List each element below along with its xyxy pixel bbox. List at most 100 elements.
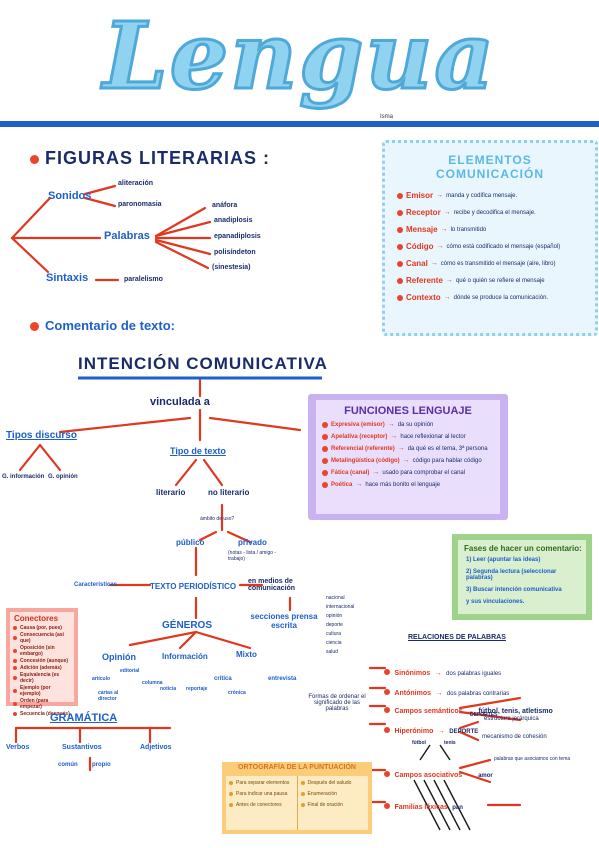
conectores-title: Conectores: [14, 614, 59, 623]
arrow-icon: →: [355, 481, 363, 488]
conectores-box: Conectores Causa (por, pues)Consecuencia…: [6, 608, 78, 717]
bullet-dot: [13, 626, 17, 630]
tenis-label: tenis: [444, 740, 456, 746]
campos-asociativos-row: Campos asociativos → amor: [384, 764, 493, 782]
antonimos-row: Antónimos → dos palabras contrarias: [384, 682, 509, 700]
bullet-dot: [384, 689, 390, 695]
fase-item: 2) Segunda lectura (seleccionar palabras…: [466, 569, 557, 581]
funcion-desc: código para hablar código: [412, 457, 482, 464]
funcion-term: Expresiva (emisor): [331, 421, 385, 428]
elemento-term: Contexto: [406, 293, 441, 302]
caracteristicas-label: Características: [74, 582, 118, 588]
ortografia-text: Final de oración: [307, 802, 344, 808]
ortografia-text: Enumeración: [307, 791, 337, 797]
conector-item: Ejemplo (por ejemplo): [13, 685, 71, 697]
ortografia-text: Para separar elementos: [236, 780, 290, 786]
fase-item: 1) Leer (apuntar las ideas): [466, 557, 541, 563]
ortografia-item: Para separar elementos: [229, 780, 294, 786]
paronomasia-label: paronomasia: [118, 201, 162, 208]
elemento-desc: recibe y decodifica el mensaje.: [453, 209, 536, 216]
bullet-dot: [384, 669, 390, 675]
funcion-item: Expresiva (emisor)→da su opinión: [322, 421, 494, 428]
palabras-label: Palabras: [104, 230, 150, 242]
conector-text: Concesión (aunque): [20, 658, 69, 664]
critica-label: crítica: [214, 676, 232, 682]
anafora-label: anáfora: [212, 202, 238, 209]
bullet-dot: [229, 781, 233, 785]
elemento-term: Mensaje: [406, 225, 438, 234]
elemento-item: Mensaje→lo transmitido: [397, 225, 583, 234]
privado-sub-label: (notas - lista / amigo - trabajo): [228, 550, 277, 562]
funcion-desc: usado para comprobar el canal: [382, 469, 466, 476]
bullet-dot: [397, 192, 403, 199]
figuras-heading: FIGURAS LITERARIAS :: [30, 148, 270, 169]
seccion-item: internacional: [326, 604, 355, 610]
elementos-title: ELEMENTOS COMUNICACIÓN: [436, 153, 544, 181]
ambito-label: ámbito de uso?: [200, 516, 235, 522]
bullet-dot: [300, 781, 305, 785]
bullet-dot: [322, 481, 328, 488]
arrow-icon: →: [443, 294, 451, 301]
arrow-icon: →: [436, 243, 444, 250]
hiperonimo-row: Hiperónimo → DEPORTE: [384, 720, 478, 738]
g-informacion-label: G. información: [2, 474, 45, 480]
elemento-item: Canal→cómo es transmitido el mensaje (ai…: [397, 259, 583, 268]
seccion-item: opinión: [326, 613, 343, 619]
sinonimos-row: Sinónimos → dos palabras iguales: [384, 662, 501, 680]
arrow-icon: →: [436, 192, 444, 199]
bullet-dot: [13, 702, 17, 706]
funcion-desc: da qué es el tema, 3ª persona: [407, 445, 488, 452]
adjetivos-label: Adjetivos: [140, 744, 172, 751]
ortografia-item: Final de oración: [300, 802, 366, 808]
conector-item: Concesión (aunque): [13, 658, 71, 664]
ortografia-item: Después del saludo: [300, 780, 366, 786]
conector-text: Equivalencia (es decir): [20, 672, 60, 684]
funcion-term: Poética: [331, 481, 353, 488]
bullet-dot: [384, 771, 390, 777]
conector-item: Oposición (sin embargo): [13, 645, 71, 657]
arrow-icon: →: [440, 226, 448, 233]
ortografia-item: Enumeración: [300, 791, 366, 797]
bullet-dot: [397, 277, 403, 284]
no-literario-label: no literario: [208, 488, 250, 497]
conector-item: Adición (además): [13, 665, 71, 671]
funcion-item: Fática (canal)→usado para comprobar el c…: [322, 469, 494, 476]
elemento-term: Código: [406, 242, 434, 251]
elemento-desc: manda y codifica mensaje.: [446, 192, 518, 199]
ortografia-box: ORTOGRAFÍA DE LA PUNTUACIÓN Para separar…: [222, 762, 372, 834]
fases-title: Fases de hacer un comentario:: [464, 544, 582, 553]
deportes-label: DEPORTES: [470, 712, 498, 718]
arrow-icon: →: [397, 445, 405, 452]
bullet-dot: [30, 322, 39, 332]
elemento-desc: lo transmitido: [450, 226, 487, 233]
comentario-heading: Comentario de texto:: [30, 318, 175, 333]
intencion-title: INTENCIÓN COMUNICATIVA: [78, 354, 328, 373]
author-label: Isma: [380, 114, 394, 120]
fase-item: y sus vinculaciones.: [466, 599, 525, 605]
conector-text: Consecuencia (así que): [20, 632, 64, 644]
bullet-dot: [300, 792, 305, 796]
seccion-item: deporte: [326, 622, 343, 628]
funcion-item: Metalingüística (código)→código para hab…: [322, 457, 494, 464]
funcion-desc: hace más bonito el lenguaje: [365, 481, 441, 488]
ortografia-text: Antes de conectores: [236, 802, 282, 808]
elementos-list: Emisor→manda y codifica mensaje.Receptor…: [385, 181, 595, 302]
funcion-term: Fática (canal): [331, 469, 370, 476]
bullet-dot: [13, 676, 17, 680]
bullet-dot: [30, 154, 39, 164]
literario-label: literario: [156, 488, 186, 497]
funcion-term: Apelativa (receptor): [331, 433, 388, 440]
fases-comentario-box: Fases de hacer un comentario: 1) Leer (a…: [452, 534, 592, 620]
anadiplosis-label: anadiplosis: [214, 217, 253, 224]
conector-item: Causa (por, pues): [13, 625, 71, 631]
entrevista-label: entrevista: [268, 676, 297, 682]
arrow-icon: →: [443, 209, 451, 216]
bullet-dot: [13, 659, 17, 663]
comun-label: común: [58, 762, 78, 768]
bullet-dot: [322, 457, 328, 464]
bullet-dot: [229, 803, 233, 807]
conector-text: Causa (por, pues): [20, 625, 62, 631]
aliteracion-label: aliteración: [118, 180, 154, 187]
texto-periodistico-label: TEXTO PERIODÍSTICO: [150, 582, 237, 591]
